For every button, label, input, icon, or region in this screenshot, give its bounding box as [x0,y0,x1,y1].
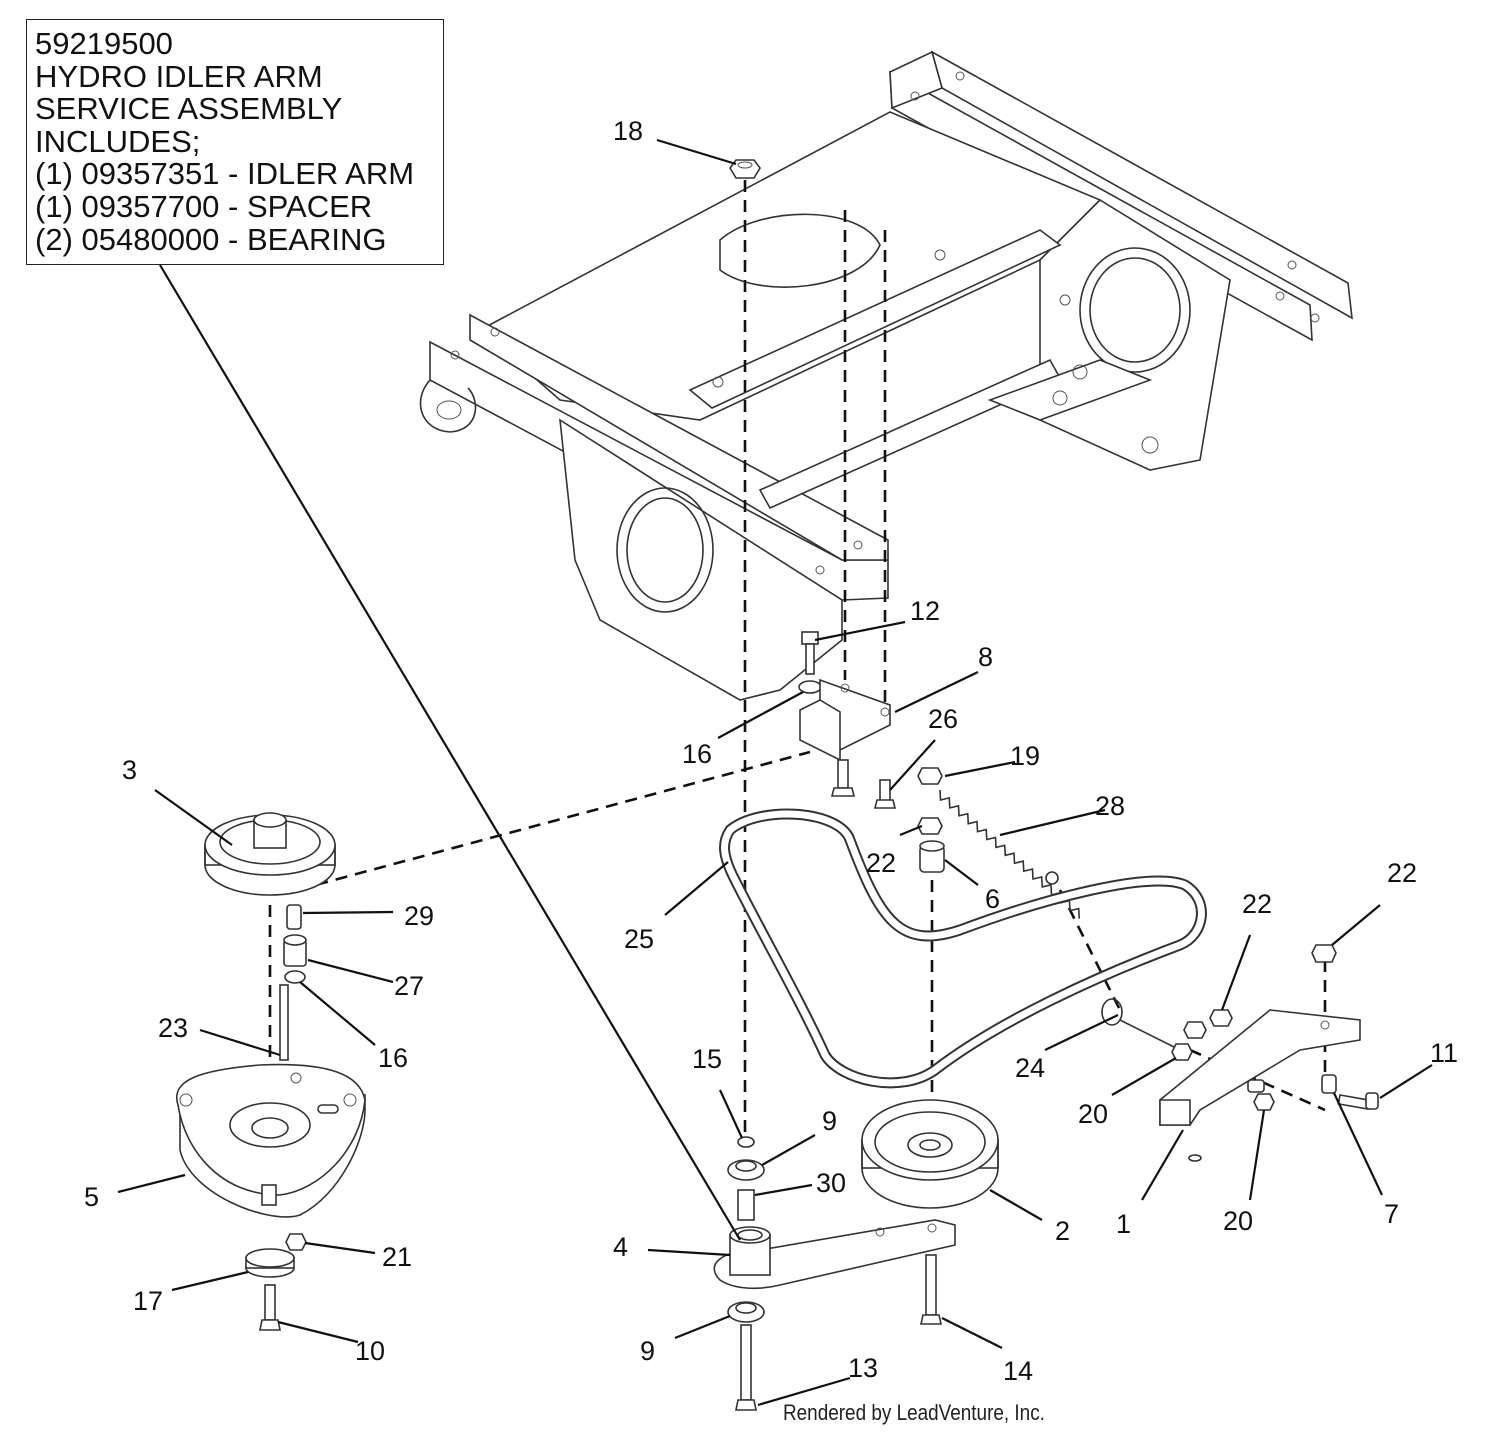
callout-16-upper: 16 [682,739,712,769]
alignment-lines [268,180,1327,1140]
callout-9-upper: 9 [822,1106,837,1136]
note-line-title-1: HYDRO IDLER ARM [35,58,323,94]
callout-12: 12 [910,596,940,626]
callout-13: 13 [848,1353,878,1383]
callout-23: 23 [158,1013,188,1043]
render-credit: Rendered by LeadVenture, Inc. [783,1400,1045,1425]
callout-20-right: 20 [1223,1206,1253,1236]
callout-8: 8 [978,642,993,672]
callout-3: 3 [122,755,137,785]
note-line-idler-arm: (1) 09357351 - IDLER ARM [35,156,415,192]
callout-27: 27 [394,971,424,1001]
callout-16-lower: 16 [378,1043,408,1073]
callout-15: 15 [692,1044,722,1074]
part-20-nut-left [1171,1043,1193,1061]
part-22-nut-bracket [1209,1009,1233,1027]
callout-4: 4 [613,1232,628,1262]
note-line-includes: INCLUDES; [35,123,201,159]
part-18-nut [729,159,761,179]
part-6-spacer [919,840,945,873]
part-11-bolt [1337,1092,1379,1110]
part-2-pulley [861,1099,999,1209]
callout-26: 26 [928,704,958,734]
callout-19: 19 [1010,741,1040,771]
part-1-bracket [1159,1009,1361,1126]
part-12-bolt [801,631,819,675]
callout-labels: 18 12 8 16 26 19 28 22 6 3 29 27 16 23 5… [84,116,1458,1386]
leader-lines [117,138,1433,1407]
part-21-nut [285,1233,307,1251]
part-nut-extra [1183,1021,1207,1039]
part-25-belt [719,808,1207,1089]
callout-30: 30 [816,1168,846,1198]
part-17-washer [245,1248,295,1278]
part-13-bolt [735,1324,757,1411]
part-7-rod [1188,1074,1337,1332]
note-line-spacer: (1) 09357700 - SPACER [35,188,373,224]
callout-10: 10 [355,1336,385,1366]
part-8-bracket [799,678,891,797]
part-30-spacer [737,1189,755,1221]
callout-21: 21 [382,1242,412,1272]
callout-5: 5 [84,1182,99,1212]
callout-2: 2 [1055,1216,1070,1246]
callout-18: 18 [613,116,643,146]
part-9-bearing-lower [727,1301,765,1323]
callout-17: 17 [133,1286,163,1316]
mower-frame [419,50,1353,701]
part-24-eyebolt [1101,998,1181,1051]
part-27-spacer [283,934,307,967]
part-4-idler-arm [713,1219,956,1290]
part-29-key [286,904,302,930]
callout-7: 7 [1384,1199,1399,1229]
note-line-part-number: 59219500 [35,26,173,61]
service-assembly-note: 59219500 HYDRO IDLER ARM SERVICE ASSEMBL… [26,19,444,265]
callout-29: 29 [404,901,434,931]
part-15-ring [737,1136,755,1148]
note-line-title-2: SERVICE ASSEMBLY [35,91,343,127]
part-22-nut-top-right [1311,944,1337,963]
part-19-nut [917,767,943,785]
callout-22-top-right: 22 [1387,858,1417,888]
callout-11: 11 [1430,1038,1458,1068]
note-line-bearing: (2) 05480000 - BEARING [35,221,387,257]
part-20-nut-right [1253,1093,1275,1111]
part-5-clutch [175,1063,366,1218]
callout-25: 25 [624,924,654,954]
callout-28: 28 [1095,791,1125,821]
callout-6: 6 [985,884,1000,914]
part-9-bearing-upper [727,1159,765,1181]
callout-24: 24 [1015,1053,1045,1083]
callout-9-lower: 9 [640,1336,655,1366]
callout-22-bracket: 22 [1242,889,1272,919]
part-3-pulley [204,812,336,896]
callout-20-left: 20 [1078,1099,1108,1129]
part-14-bolt [920,1254,942,1325]
part-23-pin [279,984,289,1061]
callout-14: 14 [1003,1356,1033,1386]
part-26-bolt [873,779,897,809]
callout-1: 1 [1116,1209,1131,1239]
part-22-nut-middle [917,817,943,835]
callout-22-middle: 22 [866,848,896,878]
part-16-washer-lower [284,970,306,984]
part-10-bolt [259,1284,281,1331]
